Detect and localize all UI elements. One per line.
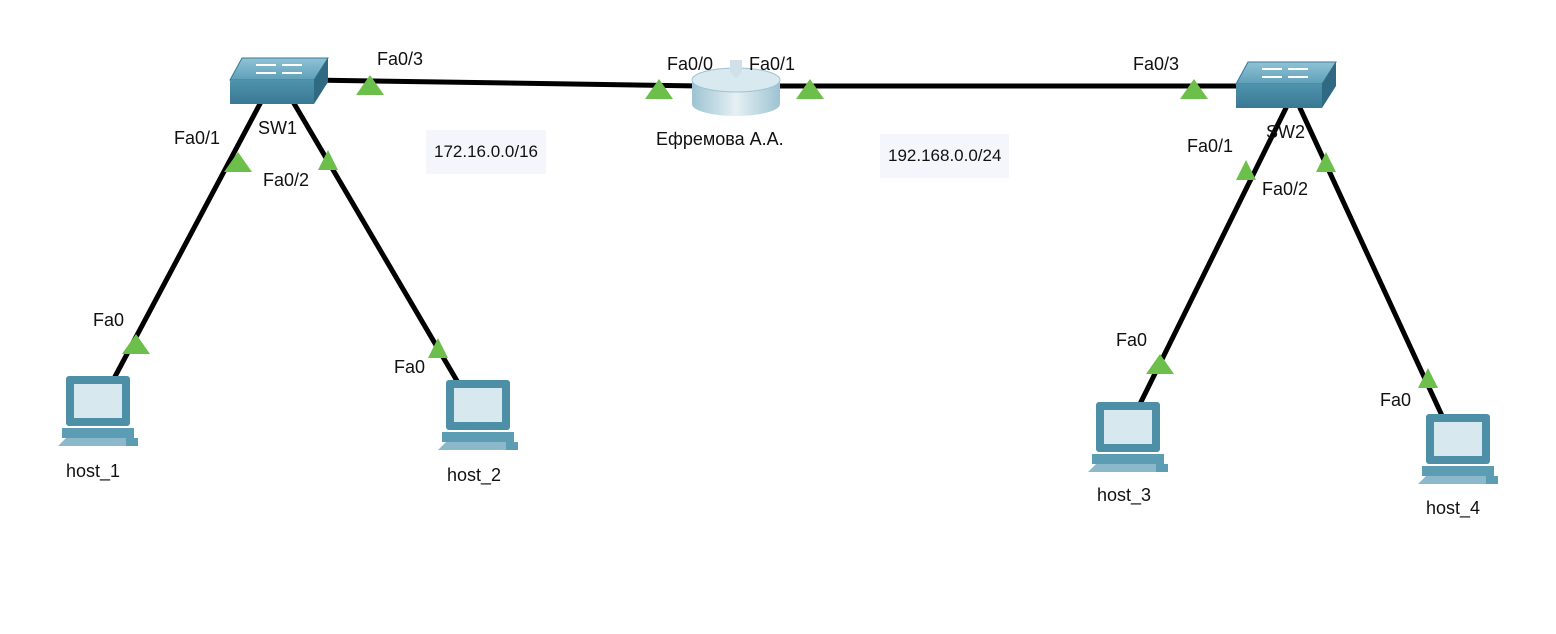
switch-sw2-icon[interactable]: [1235, 61, 1337, 108]
port-up-icon: [318, 150, 338, 170]
port-up-icon: [796, 79, 824, 99]
link-sw1-router[interactable]: [307, 77, 703, 89]
link-sw2-host4[interactable]: [1297, 105, 1447, 423]
port-up-icon: [1418, 368, 1438, 388]
device-label-host3: host_3: [1097, 485, 1152, 505]
port-label-host4-fa0: Fa0: [1380, 390, 1412, 410]
port-label-router-fa00: Fa0/0: [667, 54, 714, 74]
port-up-icon: [645, 79, 673, 99]
network-label-right: 192.168.0.0/24: [880, 134, 1010, 178]
link-sw1-host2[interactable]: [289, 97, 463, 389]
port-up-icon: [224, 152, 252, 172]
port-label-host3-fa0: Fa0: [1116, 330, 1148, 350]
port-up-icon: [122, 334, 150, 354]
pc-host1-icon[interactable]: [58, 376, 138, 446]
port-label-router-fa01: Fa0/1: [749, 54, 796, 74]
pc-host3-icon[interactable]: [1088, 402, 1168, 472]
port-label-sw2-fa03: Fa0/3: [1133, 54, 1180, 74]
pc-host4-icon[interactable]: [1418, 414, 1498, 484]
port-label-sw2-fa02: Fa0/2: [1262, 179, 1309, 199]
port-up-icon: [356, 75, 384, 95]
device-label-host1: host_1: [66, 461, 121, 481]
device-label-host4: host_4: [1426, 498, 1481, 518]
device-label-sw1: SW1: [258, 118, 298, 138]
device-label-router: Ефремова А.А.: [656, 129, 784, 149]
port-status-markers: [122, 75, 1438, 388]
port-up-icon: [428, 338, 448, 358]
port-label-host2-fa0: Fa0: [394, 357, 426, 377]
port-label-sw1-fa02: Fa0/2: [263, 170, 310, 190]
port-label-sw1-fa03: Fa0/3: [377, 49, 424, 69]
device-label-host2: host_2: [447, 465, 502, 485]
port-label-host1-fa0: Fa0: [93, 310, 125, 330]
port-label-sw1-fa01: Fa0/1: [174, 128, 221, 148]
port-label-sw2-fa01: Fa0/1: [1187, 136, 1234, 156]
port-up-icon: [1316, 152, 1336, 172]
device-label-sw2: SW2: [1266, 122, 1306, 142]
network-label-left: 172.16.0.0/16: [426, 130, 546, 174]
port-up-icon: [1180, 79, 1208, 99]
port-up-icon: [1146, 354, 1174, 374]
router-icon[interactable]: [691, 60, 781, 116]
pc-host2-icon[interactable]: [438, 380, 518, 450]
port-up-icon: [1236, 160, 1256, 180]
switch-sw1-icon[interactable]: [229, 57, 329, 104]
